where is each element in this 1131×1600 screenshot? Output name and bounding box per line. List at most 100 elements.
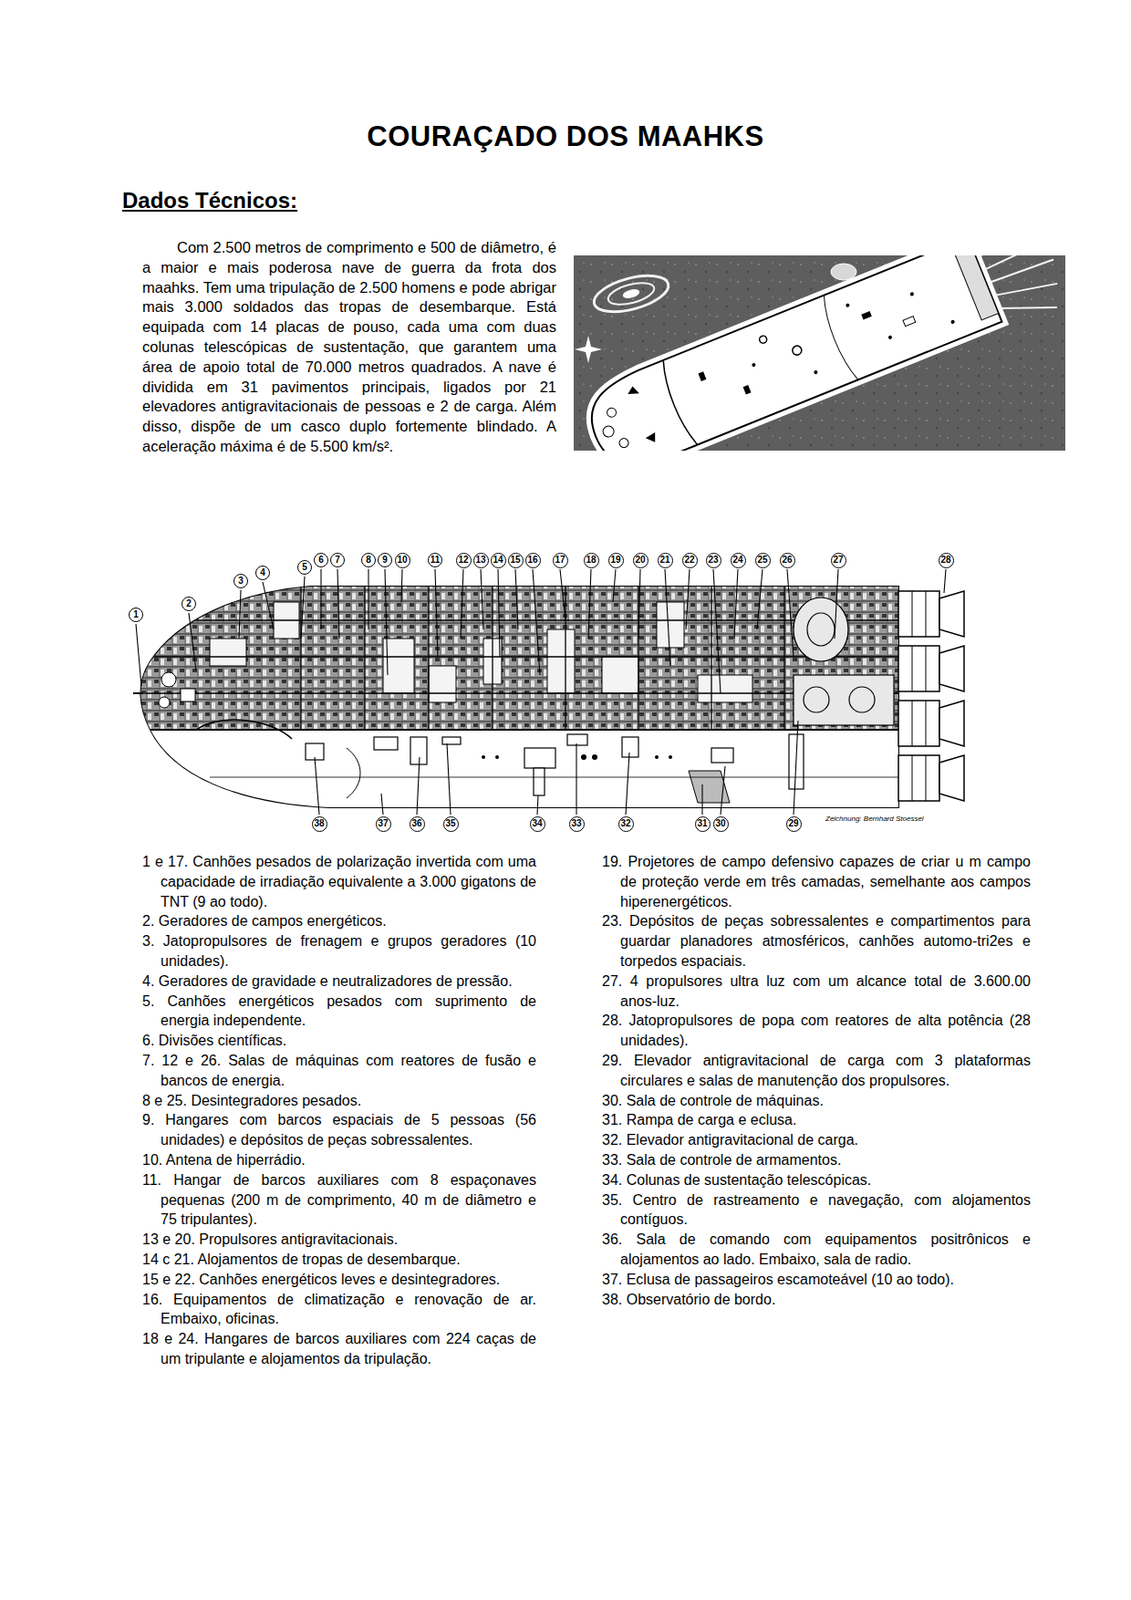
leader-lines-part [320, 569, 322, 630]
cutaway-drawing-part-part [939, 645, 965, 692]
ship-illustration-part-part [813, 370, 819, 375]
ship-illustration-part-part [625, 384, 659, 446]
cutaway-drawing-part-part-part [581, 754, 587, 760]
cutaway-drawing-part [133, 692, 144, 695]
ship-illustration-part-part-part [987, 257, 1054, 286]
callout-label: 1 [133, 610, 139, 620]
callout-number: 20 [632, 552, 649, 569]
leader-lines-part [401, 569, 403, 602]
callout-label: 13 [475, 555, 486, 565]
key-entry: 5. Canhões energéticos pesados com supri… [142, 991, 537, 1032]
cutaway-drawing-part-part [158, 672, 196, 708]
callout-label: 7 [334, 555, 341, 565]
ship-illustration-part [574, 255, 1066, 451]
callout-label: 19 [610, 555, 621, 565]
callout-label: 4 [259, 568, 266, 578]
key-entry: 28. Jatopropulsores de popa com reatores… [601, 1010, 1031, 1051]
cutaway-drawing [127, 583, 965, 812]
page-title: COURAÇADO DOS MAAHKS [0, 120, 1131, 154]
callout-label: 17 [554, 555, 565, 565]
ship-illustration-part-part [618, 436, 631, 449]
key-entry: 33. Sala de controle de armamentos. [601, 1150, 1031, 1171]
ship-illustration-part-part [954, 255, 999, 321]
ship-illustration-part-part [590, 269, 673, 320]
cutaway-drawing-part-part [939, 700, 965, 747]
leader-lines-part [734, 569, 738, 639]
cutaway-drawing-part-part-part [145, 619, 899, 621]
cutaway-drawing-part-part [898, 700, 940, 747]
cutaway-drawing-part-part-part [547, 629, 575, 694]
callout-number: 29 [786, 816, 802, 832]
cutaway-drawing-part-part-part [622, 736, 639, 758]
ship-illustration-part-part [964, 255, 1066, 328]
callout-label: 6 [318, 555, 324, 565]
ship-illustration-part [830, 263, 857, 281]
key-entry: 4. Geradores de gravidade e neutralizado… [142, 971, 537, 992]
cutaway-drawing-part-part [145, 728, 899, 731]
ship-illustration-part-part [743, 384, 752, 395]
leader-lines-part [480, 569, 484, 630]
cutaway-drawing-part-part-part [300, 586, 301, 730]
cutaway-drawing-part-part-part [158, 696, 170, 708]
key-entry: 27. 4 propulsores ultra luz com um alcan… [601, 971, 1031, 1012]
key-entry: 32. Elevador antigravitacional de carga. [601, 1130, 1031, 1151]
key-entry: 9. Hangares com barcos espaciais de 5 pe… [142, 1110, 537, 1151]
cutaway-drawing-part-part [912, 591, 914, 637]
callout-number: 8 [361, 552, 376, 568]
callout-number: 15 [508, 552, 524, 569]
leader-lines-part [498, 569, 500, 657]
callout-number: 4 [255, 565, 270, 581]
ship-illustration-part-part [887, 334, 893, 340]
cutaway-drawing-part-part [925, 700, 927, 747]
cutaway-drawing-part-part-part [363, 586, 365, 730]
callout-label: 31 [696, 819, 707, 829]
ship-illustration-part-part [757, 334, 768, 344]
callout-label: 21 [659, 555, 670, 565]
cutaway-drawing-part-part [346, 747, 361, 799]
cutaway-drawing-part-part-part [697, 674, 753, 703]
key-entry: 37. Eclusa de passageiros escamoteável (… [601, 1269, 1031, 1290]
callout-number: 22 [682, 552, 698, 569]
leader-lines-part [713, 569, 721, 694]
leader-lines-part [944, 569, 946, 593]
leader-lines-part [515, 569, 519, 630]
cutaway-drawing-part-part [912, 700, 914, 747]
callout-label: 38 [313, 819, 324, 829]
cutaway-drawing-part-part [939, 755, 965, 801]
cutaway-drawing-part-part-part [807, 612, 835, 646]
callout-number: 23 [705, 552, 722, 569]
key-entry: 31. Rampa de carga e eclusa. [601, 1110, 1031, 1131]
leader-lines-part [834, 569, 839, 639]
cutaway-drawing-part-part-part [783, 586, 785, 730]
callout-label: 29 [788, 819, 799, 829]
callout-label: 28 [940, 555, 951, 565]
cutaway-drawing-part-part-part [711, 747, 734, 763]
leader-lines-part [416, 757, 420, 815]
leader-lines-part [720, 766, 726, 815]
cutaway-drawing-part-part-part [567, 734, 588, 746]
callout-label: 3 [238, 576, 244, 586]
cutaway-drawing-part-part-part [656, 601, 685, 648]
ship-illustration-part-part [578, 255, 1002, 451]
leader-lines-part [300, 576, 305, 639]
ship-illustration-part-part [578, 255, 1002, 451]
ship-illustration-part-part-part [993, 271, 1058, 308]
key-entry: 11. Hangar de barcos auxiliares com 8 es… [142, 1170, 537, 1230]
key-entry: 6. Divisões científicas. [142, 1030, 537, 1051]
key-entry: 15 e 22. Canhões energéticos leves e des… [142, 1269, 537, 1290]
cutaway-drawing-part-part-part [145, 655, 899, 657]
cutaway-drawing-part-part-part [427, 586, 429, 730]
callout-number: 1 [128, 607, 144, 623]
callout-label: 16 [527, 555, 538, 565]
ship-illustration-part-part [861, 311, 872, 320]
ship-illustration-part [590, 269, 673, 320]
callout-label: 9 [382, 555, 388, 565]
callout-label: 33 [570, 819, 582, 829]
leader-lines-part [384, 569, 388, 675]
leader-lines-part [262, 581, 274, 630]
leader-lines-part [188, 612, 197, 671]
key-entry: 34. Colunas de sustentação telescópicas. [601, 1170, 1031, 1191]
key-entry: 2. Geradores de campos energéticos. [142, 911, 537, 932]
cutaway-drawing-part-part-part [491, 586, 493, 730]
callout-number: 38 [311, 816, 328, 832]
